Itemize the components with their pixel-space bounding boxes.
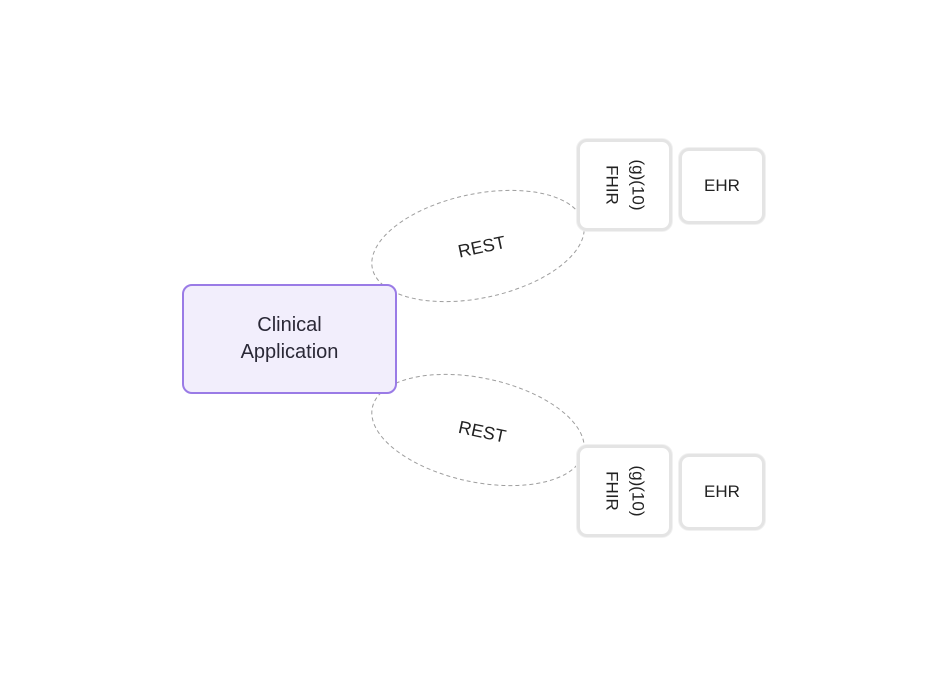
fhir-api-node-2[interactable]: (g)(10) FHIR [577,445,672,537]
fhir-api-label-1: (g)(10) FHIR [598,159,650,210]
fhir-api-label-1-line-1: (g)(10) [628,159,648,211]
ehr-node-1[interactable]: EHR [679,148,765,224]
clinical-application-node[interactable]: Clinical Application [182,284,397,394]
fhir-api-label-2-line-2: FHIR [602,471,622,511]
rest-connection-2-label: REST [457,417,508,447]
ehr-label-1: EHR [704,176,740,195]
fhir-api-label-2: (g)(10) FHIR [598,465,650,516]
ehr-label-2: EHR [704,482,740,501]
fhir-api-label-1-line-2: FHIR [602,165,622,205]
fhir-api-label-2-line-1: (g)(10) [628,465,648,517]
ehr-node-2[interactable]: EHR [679,454,765,530]
fhir-api-node-1[interactable]: (g)(10) FHIR [577,139,672,231]
clinical-application-label: Clinical Application [240,314,339,363]
rest-connection-1-label: REST [456,232,507,262]
